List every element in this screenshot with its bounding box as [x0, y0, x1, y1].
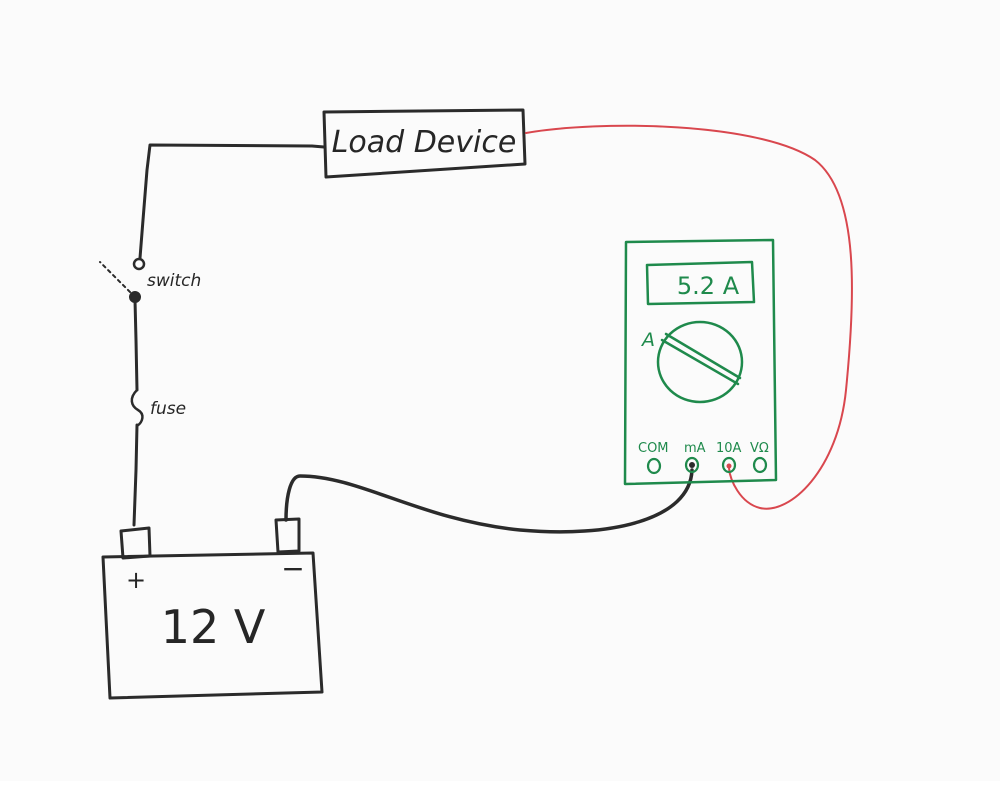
load-device-box — [322, 108, 527, 179]
multimeter-body — [623, 238, 778, 486]
switch: switch — [99, 257, 201, 303]
wire-probe-red — [525, 124, 854, 510]
switch-lever — [99, 261, 136, 298]
fuse: fuse — [130, 388, 186, 428]
wire-negative-to-meter — [284, 468, 694, 534]
port-label-v-ohm: VΩ — [750, 441, 769, 456]
dial-pointer — [660, 332, 742, 386]
fuse-symbol — [130, 388, 144, 428]
switch-label: switch — [147, 271, 201, 291]
battery-body — [101, 551, 324, 700]
left-wire — [132, 143, 326, 527]
port-label-com: COM — [638, 441, 669, 456]
switch-contact-top — [132, 257, 146, 271]
load-device: Load Device — [322, 108, 527, 179]
plug-negative — [689, 462, 695, 468]
port-label-ma: mA — [684, 441, 706, 456]
wire-switch-to-fuse — [133, 298, 139, 392]
wire-load-to-switch — [138, 143, 326, 260]
port-label-10a: 10A — [716, 441, 742, 456]
positive-symbol: + — [126, 566, 146, 594]
port-ma[interactable] — [684, 456, 700, 474]
wire-fuse-to-battery — [132, 423, 139, 527]
multimeter-dial — [656, 320, 744, 404]
battery-negative-terminal — [274, 517, 301, 554]
fuse-label: fuse — [150, 399, 186, 419]
load-device-label: Load Device — [332, 125, 517, 160]
port-v-ohm[interactable] — [752, 456, 768, 474]
battery-voltage-label: 12 V — [161, 600, 266, 654]
port-com[interactable] — [646, 457, 662, 475]
negative-symbol: − — [281, 552, 304, 585]
multimeter-reading: 5.2 A — [677, 272, 740, 300]
port-10a[interactable] — [721, 456, 737, 474]
battery: + − 12 V — [101, 517, 324, 700]
battery-positive-terminal — [119, 526, 152, 560]
plug-red — [726, 463, 732, 469]
multimeter-display — [645, 260, 756, 306]
dial-label: A — [640, 329, 655, 351]
multimeter: 5.2 A A COM mA 10A VΩ — [623, 238, 778, 486]
